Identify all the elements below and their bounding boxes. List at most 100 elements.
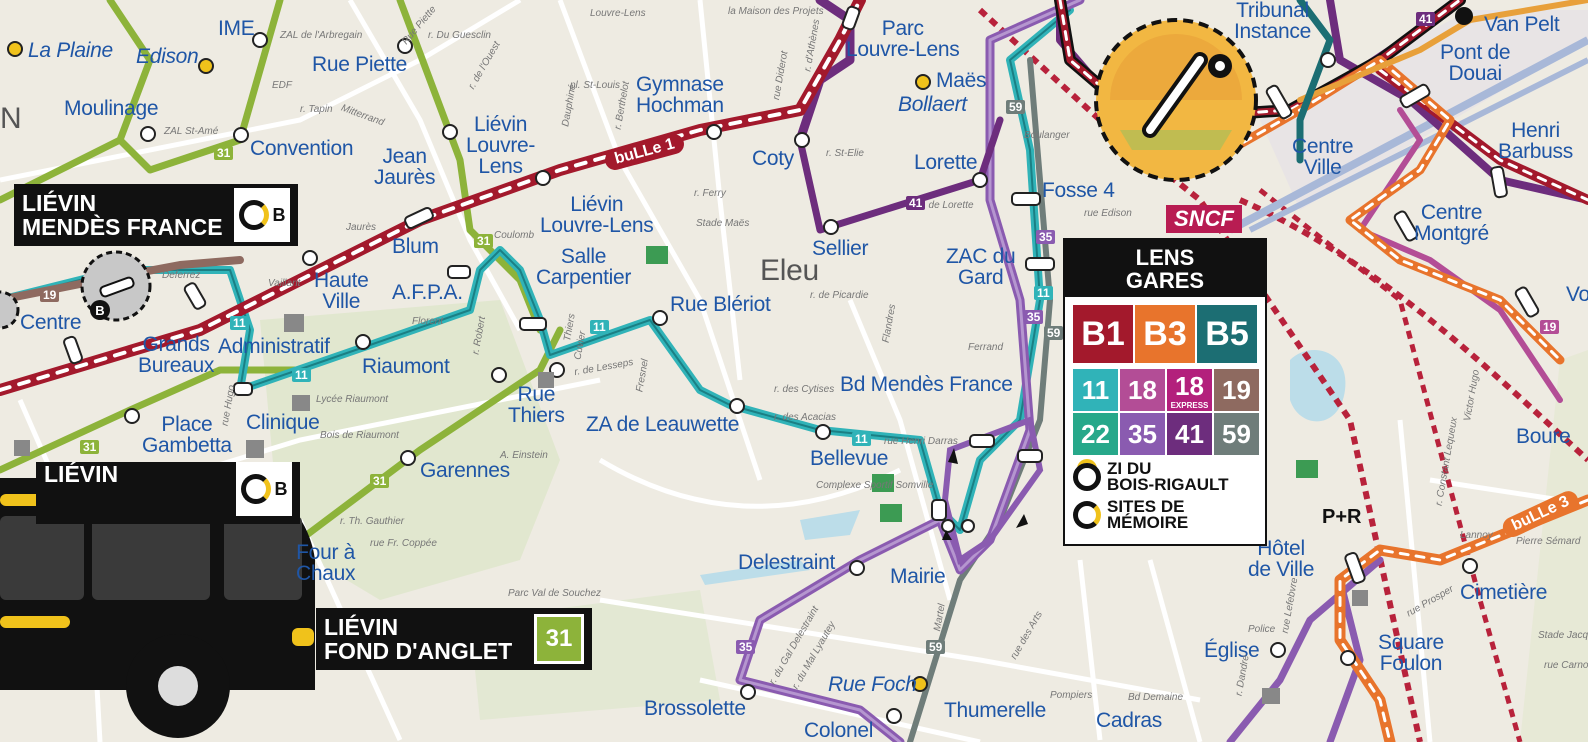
hub-lens-gares <box>1094 18 1258 182</box>
place-label-maes: Maës <box>936 69 987 92</box>
line-tag-31: 31 <box>80 440 100 454</box>
line-tag-11: 11 <box>1034 286 1053 300</box>
line-tag-35: 35 <box>1036 230 1056 244</box>
legend-line-22[interactable]: 22 <box>1073 413 1118 455</box>
street-label: r. Du Guesclin <box>428 30 491 41</box>
legend-line-label: 18 <box>1128 374 1157 405</box>
street-label: Boulanger <box>1024 130 1070 141</box>
legend-line-label: 11 <box>1081 374 1110 405</box>
memory-site-icon: B <box>236 462 292 516</box>
yellow-stops <box>7 41 931 692</box>
legend-line-18[interactable]: 18 <box>1120 369 1165 411</box>
sncf-logo: SNCF <box>1166 205 1242 233</box>
line-tag-11: 11 <box>590 320 609 334</box>
street-label: r. de Picardie <box>810 290 869 301</box>
place-label-blum: Blum <box>392 235 439 258</box>
line-tag-11: 11 <box>852 432 871 446</box>
place-label-n: N <box>0 102 22 135</box>
place-label-edison: Edison <box>136 45 199 68</box>
legend-line-59[interactable]: 59 <box>1214 413 1259 455</box>
place-label-fosse-4: Fosse 4 <box>1042 179 1115 202</box>
place-label-zac-du-gard: ZAC du Gard <box>946 245 1016 289</box>
place-label-mairie: Mairie <box>890 565 946 588</box>
legend-line-b5[interactable]: B5 <box>1197 305 1257 363</box>
street-label: rue Fr. Coppée <box>370 538 437 549</box>
street-label: Lycée Riaumont <box>316 394 389 405</box>
terminus-name: LIÉVIN FOND D'ANGLET <box>324 614 513 664</box>
place-label-centre: Centre <box>20 311 82 334</box>
place-label-cadras: Cadras <box>1096 709 1162 732</box>
poi-icons <box>14 246 1368 704</box>
place-label-coty: Coty <box>752 147 794 170</box>
terminus-name: LIÉVIN MENDÈS FRANCE <box>22 190 223 240</box>
legend-line-35[interactable]: 35 <box>1120 413 1165 455</box>
legend-zi: ZI DU BOIS-RIGAULT <box>1073 460 1257 493</box>
street-label: A. Einstein <box>500 450 548 461</box>
legend-sites-label: SITES DE MÉMOIRE <box>1107 497 1189 532</box>
street-label: Stade Maës <box>696 218 750 229</box>
place-label-parc-louvre-lens: Parc Louvre-Lens <box>846 17 960 61</box>
station-bars <box>63 5 1540 585</box>
line-tag-35: 35 <box>736 640 756 654</box>
street-label: Deferrez <box>162 270 201 281</box>
place-label-henri-barbusse: Henri Barbuss <box>1498 119 1573 163</box>
place-label-square-foulon: Square Foulon <box>1378 631 1444 675</box>
place-label-bollaert: Bollaert <box>898 93 967 116</box>
legend-line-label: 22 <box>1081 418 1110 449</box>
terminus-lievin-mendes-france[interactable]: LIÉVIN MENDÈS FRANCE B <box>14 184 298 246</box>
line-tag-19: 19 <box>1540 320 1560 334</box>
legend-line-19[interactable]: 19 <box>1214 369 1259 411</box>
place-label-centre-montgre: Centre Montgré <box>1414 201 1489 245</box>
hub-lievin-centre: B <box>80 250 152 322</box>
place-label-moulinage: Moulinage <box>64 97 159 120</box>
legend-line-11[interactable]: 11 <box>1073 369 1118 411</box>
street-label: rue Henri Darras <box>884 436 958 447</box>
street-label: la Maison des Projets <box>728 6 824 17</box>
terminus-lievin-partial[interactable]: LIÉVIN B <box>36 462 300 524</box>
legend-title: LENS GARES <box>1065 240 1265 297</box>
place-label-afpa: A.F.P.A. <box>392 281 463 304</box>
street-label: ZAL de l'Arbregain <box>280 30 363 41</box>
street-label: r. Th. Gauthier <box>340 516 405 527</box>
legend-line-label: B3 <box>1143 314 1187 353</box>
place-label-haute-ville: Haute Ville <box>314 269 369 313</box>
place-label-rue-thiers: Rue Thiers <box>508 383 565 427</box>
place-label-jean-jaures: Jean Jaurès <box>374 145 436 189</box>
place-label-lievin-louvre-lens-1: Liévin Louvre- Lens <box>466 113 536 178</box>
street-label: Florent <box>412 316 444 327</box>
street-label: ZAL St-Amé <box>164 126 219 137</box>
legend-line-label: B1 <box>1081 314 1125 353</box>
street-label: pl. St-Louis <box>570 80 621 91</box>
place-label-centre-ville: Centre Ville <box>1292 135 1354 179</box>
direction-arrows <box>942 448 1028 540</box>
place-label-tribunal-instance: Tribunal Instance <box>1234 0 1311 43</box>
street-label: Vaillant <box>268 278 301 289</box>
place-label-lorette: Lorette <box>914 151 978 174</box>
terminal-stop <box>1455 7 1473 25</box>
legend-line-41[interactable]: 41 <box>1167 413 1212 455</box>
line-tag-11: 11 <box>292 368 311 382</box>
place-label-place-gambetta: Place Gambetta <box>142 413 232 457</box>
place-label-garennes: Garennes <box>420 459 510 482</box>
mairie-loop <box>931 415 1044 565</box>
legend-footer: ZI DU BOIS-RIGAULT SITES DE MÉMOIRE <box>1065 455 1265 531</box>
place-label-delestraint: Delestraint <box>738 551 836 574</box>
street-label: r. Ferry <box>694 188 726 199</box>
place-label-grands-bureaux: Grands Bureaux <box>138 333 215 377</box>
bus-illustration <box>0 478 315 738</box>
legend-line-b3[interactable]: B3 <box>1135 305 1195 363</box>
place-label-sellier: Sellier <box>812 237 869 260</box>
street-label: Complexe Sportif Somville <box>816 480 934 491</box>
line-tag-31: 31 <box>370 474 390 488</box>
place-label-gymnase-hochman: Gymnase Hochman <box>636 73 724 117</box>
street-label: Coulomb <box>494 230 535 241</box>
terminus-lievin-fond-danglet[interactable]: LIÉVIN FOND D'ANGLET 31 <box>316 608 592 670</box>
street-label: Pierre Sémard <box>1516 536 1581 547</box>
legend-line-b1[interactable]: B1 <box>1073 305 1133 363</box>
street-label: rue Carnot <box>1544 660 1588 671</box>
